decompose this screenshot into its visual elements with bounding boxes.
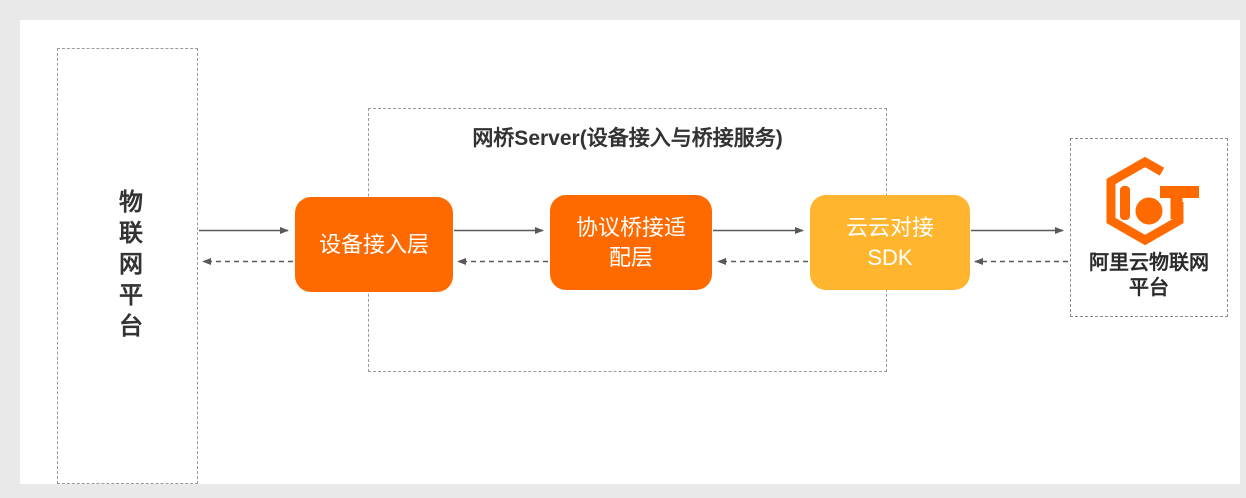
node-cloud-cloud-sdk: 云云对接 SDK [810, 195, 970, 290]
logo-i-bar [1120, 186, 1130, 220]
logo-o-dot [1135, 197, 1163, 225]
node-device-access-layer: 设备接入层 [295, 197, 453, 292]
aliyun-iot-platform-box: 阿里云物联网 平台 [1070, 138, 1228, 317]
aliyun-iot-logo-icon [1106, 156, 1199, 246]
node-protocol-bridge-adapter-layer: 协议桥接适 配层 [550, 195, 712, 290]
logo-t-stem [1170, 192, 1183, 219]
diagram-card: 物联网平台 网桥Server(设备接入与桥接服务) 设备接入层 协议桥接适 配层… [20, 20, 1240, 484]
bridge-server-title: 网桥Server(设备接入与桥接服务) [472, 127, 783, 150]
aliyun-iot-platform-label: 阿里云物联网 平台 [1089, 252, 1209, 299]
iot-platform-box: 物联网平台 [57, 48, 198, 484]
iot-platform-label: 物联网平台 [114, 188, 142, 344]
logo-hexagon [1106, 156, 1184, 246]
